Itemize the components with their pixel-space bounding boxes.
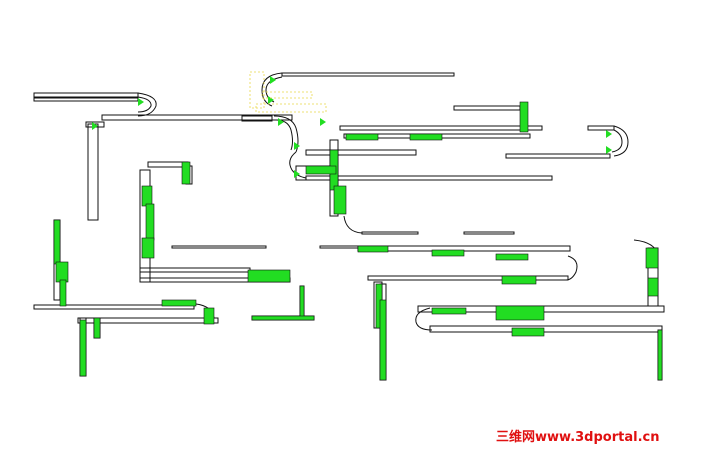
pipe-run-top-left [33,92,293,221]
hidden-lines [249,71,327,113]
flow-markers [92,76,612,178]
watermark-text: 三维网www.3dportal.cn [496,430,660,445]
pipe-run-left-mid [33,161,315,377]
pipe-fill-segments [53,101,663,381]
